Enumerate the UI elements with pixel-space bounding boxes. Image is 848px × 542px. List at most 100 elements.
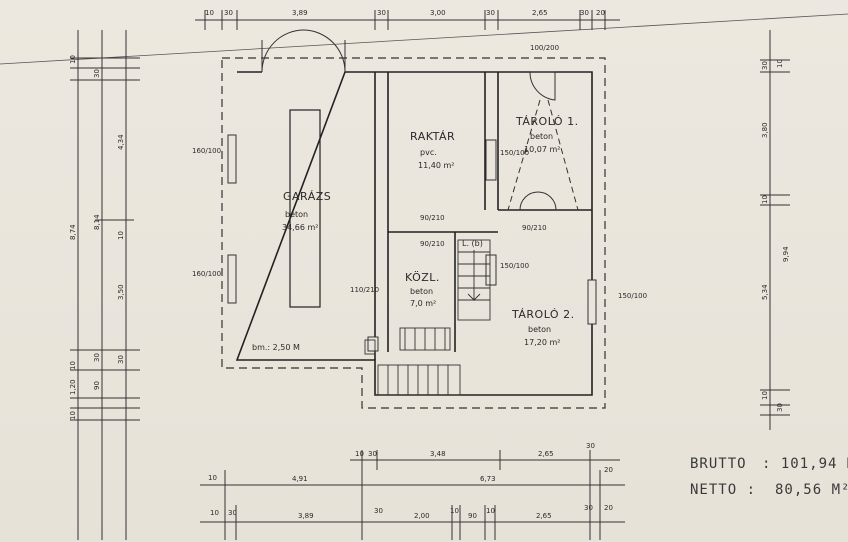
window-label: 90/210	[420, 214, 445, 222]
dim-label: 90	[93, 381, 101, 390]
window-label: 100/200	[530, 44, 559, 52]
dim-label: 10	[761, 195, 769, 204]
dim-label: 3,89	[292, 9, 308, 17]
garage-central-beam	[289, 109, 321, 308]
top-dimension-labels: 10 30 3,89 30 3,00 30 2,65 30 20	[205, 9, 605, 17]
top-dimension-chain	[195, 10, 620, 30]
dim-label: 2,65	[538, 450, 554, 458]
window-label: 160/100	[192, 147, 221, 155]
stair-note: L. (b)	[462, 239, 483, 248]
room-floor-tarolo2: beton	[528, 325, 551, 334]
room-name-raktar: RAKTÁR	[410, 130, 455, 143]
dim-label: 20	[604, 504, 613, 512]
left-dimension-labels: 8,74 10 30 4,34 10 3,50 10 1,20 10 8,14 …	[69, 55, 125, 420]
dim-label: 10	[486, 507, 495, 515]
outer-boundary	[221, 57, 606, 409]
room-area-garazs: 34,66 m²	[282, 223, 318, 232]
dim-label: 10	[205, 9, 214, 17]
room-floor-garazs: beton	[285, 210, 308, 219]
dim-label: 30	[228, 509, 237, 517]
room-area-tarolo2: 17,20 m²	[524, 338, 560, 347]
dim-label: 10	[355, 450, 364, 458]
dim-label: 20	[596, 9, 605, 17]
dim-label: 8,74	[69, 224, 77, 240]
dim-label: 30	[368, 450, 377, 458]
dim-label: 10	[761, 391, 769, 400]
window-label: 150/100	[500, 262, 529, 270]
dim-label: 30	[224, 9, 233, 17]
brutto-value: : 101,94 M²	[762, 456, 848, 472]
room-floor-kozl: beton	[410, 287, 433, 296]
dim-label: 9,94	[782, 246, 790, 262]
dim-label: 10	[210, 509, 219, 517]
room-floor-raktar: pvc.	[420, 148, 437, 157]
dim-label: 3,89	[298, 512, 314, 520]
dim-label: 30	[117, 355, 125, 364]
room-floor-tarolo1: beton	[530, 132, 553, 141]
dim-label: 10	[69, 55, 77, 64]
dim-label: 30	[93, 353, 101, 362]
dim-label: 2,00	[414, 512, 430, 520]
dim-label: 2,65	[536, 512, 552, 520]
floor-height-note: bm.: 2,50 M	[252, 343, 300, 352]
dim-label: 30	[586, 442, 595, 450]
room-name-garazs: GARÁZS	[283, 190, 331, 203]
dim-label: 30	[584, 504, 593, 512]
room-name-kozl: KÖZL.	[405, 271, 440, 284]
dim-label: 30	[580, 9, 589, 17]
dim-label: 10	[69, 411, 77, 420]
bottom-dimension-labels: 10 30 3,48 2,65 30 10 4,91 6,73 20 10 30…	[208, 442, 613, 520]
dim-label: 90	[468, 512, 477, 520]
dim-label: 10	[776, 59, 784, 68]
bottom-dimension-chains	[200, 450, 625, 540]
dim-label: 30	[377, 9, 386, 17]
garage-double-door	[261, 29, 346, 73]
chimney	[364, 339, 376, 355]
window-label: 110/210	[350, 286, 379, 294]
dim-label: 8,14	[93, 214, 101, 230]
window-label: 90/210	[522, 224, 547, 232]
dim-label: 6,73	[480, 475, 496, 483]
brutto-label: BRUTTO	[690, 456, 747, 472]
window-label: 150/100	[618, 292, 647, 300]
dim-label: 3,48	[430, 450, 446, 458]
dim-label: 30	[776, 403, 784, 412]
netto-label: NETTO :	[690, 482, 756, 498]
dim-label: 10	[117, 231, 125, 240]
dim-label: 3,80	[761, 122, 769, 138]
dim-label: 30	[374, 507, 383, 515]
dim-label: 10	[450, 507, 459, 515]
staircase	[377, 239, 491, 396]
room-area-raktar: 11,40 m²	[418, 161, 454, 170]
dim-label: 3,50	[117, 284, 125, 300]
dim-label: 30	[486, 9, 495, 17]
dim-label: 20	[604, 466, 613, 474]
dim-label: 4,34	[117, 134, 125, 150]
dim-label: 10	[208, 474, 217, 482]
dim-label: 30	[761, 61, 769, 70]
left-dimension-chains	[70, 30, 140, 540]
dim-label: 4,91	[292, 475, 308, 483]
window-label: 90/210	[420, 240, 445, 248]
room-area-tarolo1: 10,07 m²	[524, 145, 560, 154]
windows	[227, 134, 597, 352]
room-name-tarolo1: TÁROLÓ 1.	[515, 115, 579, 128]
window-label: 160/100	[192, 270, 221, 278]
dim-label: 2,65	[532, 9, 548, 17]
room-name-tarolo2: TÁROLÓ 2.	[511, 308, 575, 321]
dim-label: 3,00	[430, 9, 446, 17]
window-labels: 160/100 160/100 150/100 150/100 150/100 …	[192, 44, 647, 300]
window-label: 150/100	[500, 149, 529, 157]
walls	[235, 71, 593, 396]
storage1-door	[507, 71, 579, 211]
crease-line	[0, 13, 848, 65]
right-dimension-chain	[760, 30, 790, 430]
right-dimension-labels: 30 10 3,80 10 9,94 5,34 10 30	[761, 59, 790, 412]
netto-value: 80,56 M²	[775, 482, 848, 498]
dim-label: 5,34	[761, 284, 769, 300]
room-area-kozl: 7,0 m²	[410, 299, 436, 308]
dim-label: 10	[69, 361, 77, 370]
dim-label: 1,20	[69, 379, 77, 395]
